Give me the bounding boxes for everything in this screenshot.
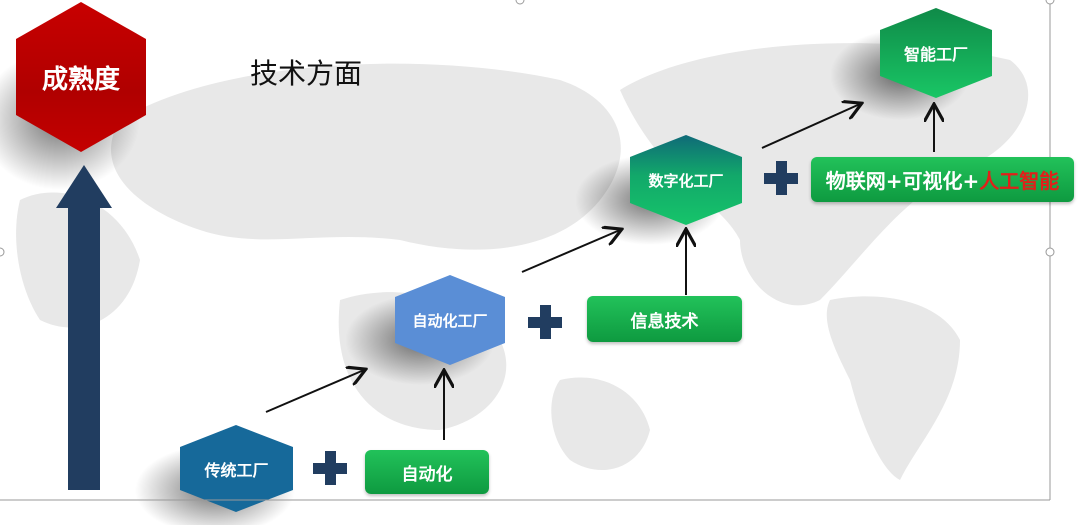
flow-arrows xyxy=(265,104,934,440)
traditional-factory-hexagon xyxy=(180,425,293,512)
maturity-arrow xyxy=(56,165,112,490)
smart-factory-hexagon xyxy=(880,8,992,98)
selection-frame xyxy=(0,0,1055,501)
enabler-information-technology: 信息技术 xyxy=(587,296,742,342)
stage-digital-factory: 数字化工厂 xyxy=(648,171,724,190)
enabler-automation: 自动化 xyxy=(365,450,489,494)
stage-automated-factory: 自动化工厂 xyxy=(412,311,488,330)
enabler-iot-text: 物联网+可视化+ xyxy=(825,169,980,193)
plus-icons xyxy=(313,161,798,485)
stage-traditional-factory: 传统工厂 xyxy=(204,461,269,480)
stage-smart-factory: 智能工厂 xyxy=(903,45,968,64)
enabler-iot-visualization-ai: 物联网+可视化+人工智能 xyxy=(811,157,1074,202)
digital-factory-hexagon xyxy=(630,135,742,225)
maturity-hexagon xyxy=(16,2,146,152)
enabler-ai-text: 人工智能 xyxy=(979,169,1060,193)
page-title: 技术方面 xyxy=(250,57,363,90)
maturity-label: 成熟度 xyxy=(41,64,120,95)
automated-factory-hexagon xyxy=(395,275,505,365)
